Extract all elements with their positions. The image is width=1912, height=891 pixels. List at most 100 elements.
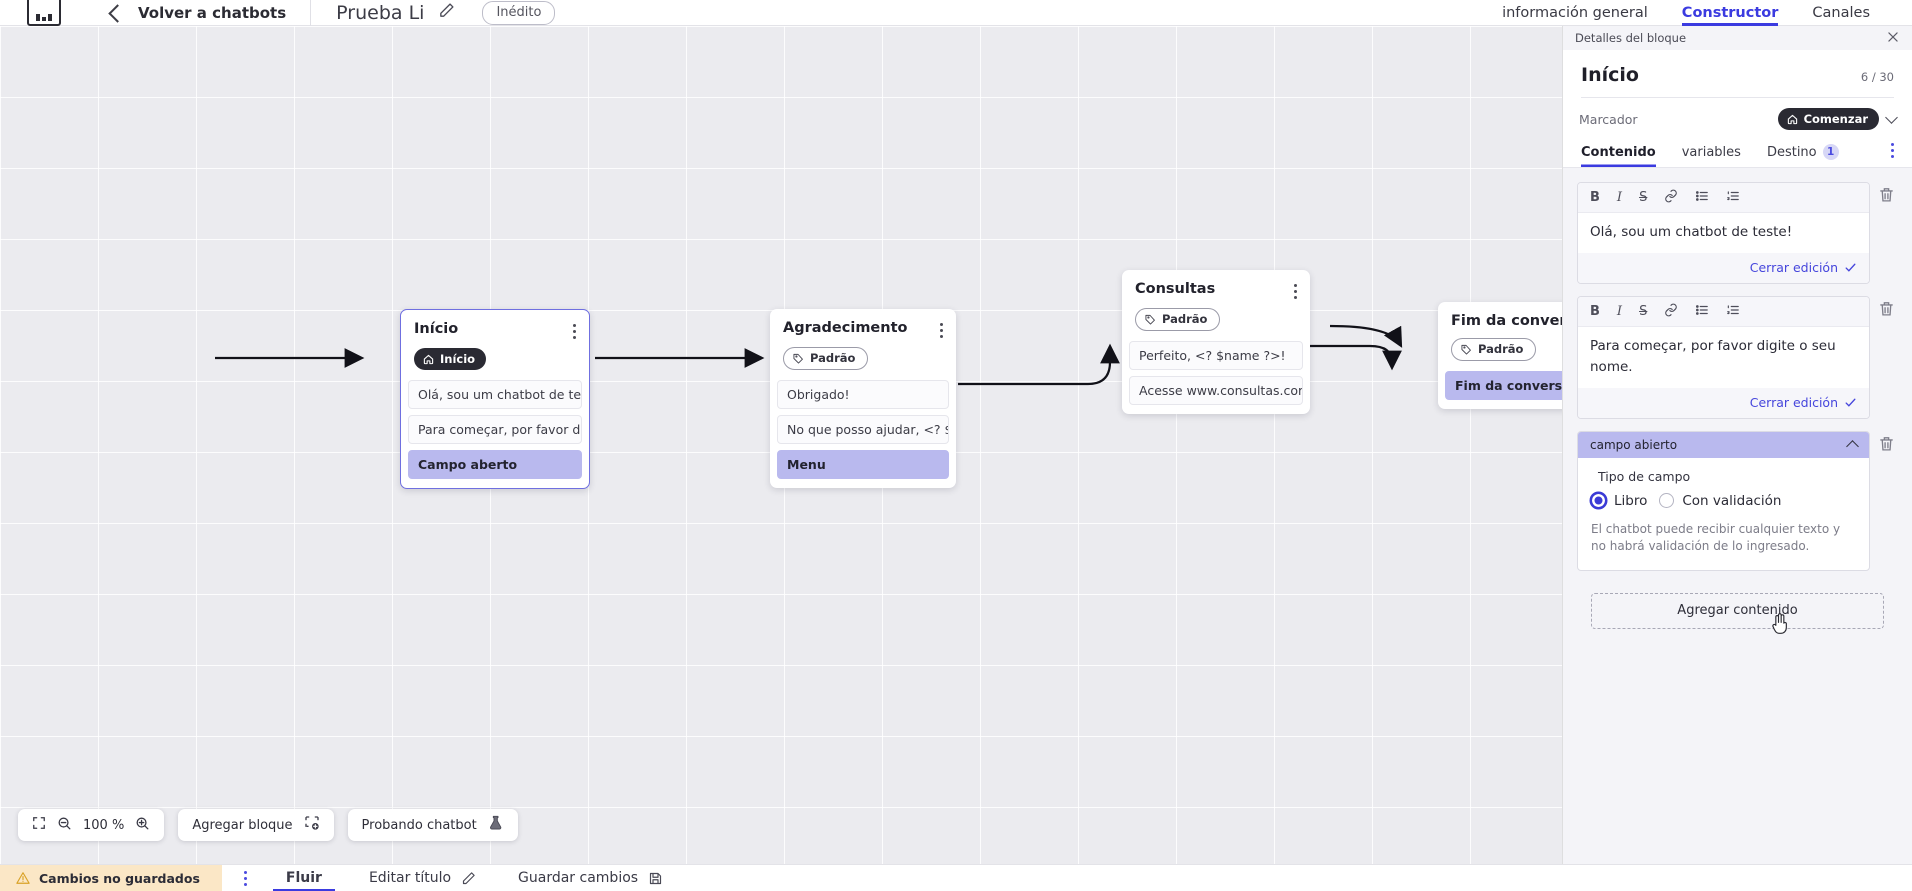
- radio-con-validacion[interactable]: Con validación: [1659, 492, 1782, 509]
- node-badge-row: Padrão: [1122, 299, 1310, 331]
- panel-tabs-menu-button[interactable]: [1891, 143, 1894, 167]
- zoom-in-icon[interactable]: [135, 816, 150, 835]
- bold-icon[interactable]: B: [1590, 304, 1600, 320]
- node-row[interactable]: Campo aberto: [408, 450, 582, 479]
- back-to-chatbots-link[interactable]: Volver a chatbots: [138, 3, 287, 22]
- flow-node-inicio[interactable]: Início Início Olá, sou um chatbot de tes…: [400, 309, 590, 489]
- add-content-label: Agregar contenido: [1677, 603, 1798, 619]
- tab-constructor[interactable]: Constructor: [1682, 5, 1779, 26]
- radio-indicator: [1659, 493, 1675, 509]
- node-rows: Obrigado! No que posso ajudar, <? $name …: [770, 380, 956, 479]
- block-details-panel: Detalles del bloque Início 6 / 30 Marcad…: [1562, 26, 1912, 864]
- rich-text-editor[interactable]: B I S: [1577, 182, 1870, 285]
- link-icon[interactable]: [1664, 303, 1678, 320]
- node-menu-button[interactable]: [940, 320, 943, 338]
- close-edit-label: Cerrar edición: [1749, 394, 1838, 410]
- add-block-icon: [304, 815, 320, 835]
- strikethrough-icon[interactable]: S: [1639, 190, 1648, 205]
- chevron-down-icon[interactable]: [1885, 110, 1898, 124]
- radio-label: Con validación: [1682, 492, 1782, 509]
- radio-libro[interactable]: Libro: [1591, 493, 1647, 509]
- tab-contenido[interactable]: Contenido: [1581, 145, 1656, 167]
- bottom-menu-button[interactable]: [243, 870, 247, 886]
- back-chevron-icon[interactable]: [108, 4, 127, 23]
- node-title: Agradecimento: [783, 320, 908, 336]
- edit-title-button[interactable]: Editar título: [369, 870, 476, 886]
- node-row[interactable]: Menu: [777, 450, 949, 479]
- check-icon: [1845, 263, 1856, 272]
- node-rows: Perfeito, <? $name ?>! Acesse www.consul…: [1122, 341, 1310, 405]
- numbered-list-icon[interactable]: [1726, 189, 1740, 206]
- mouse-cursor-icon: [1770, 612, 1790, 640]
- node-badge-default: Padrão: [1135, 308, 1221, 331]
- bullet-list-icon[interactable]: [1695, 303, 1709, 320]
- top-bar: Volver a chatbots Prueba Li Inédito info…: [0, 0, 1912, 26]
- node-badge-default: Padrão: [1451, 338, 1537, 361]
- delete-block-icon[interactable]: [1878, 296, 1898, 321]
- zoom-out-icon[interactable]: [57, 816, 72, 835]
- edit-title-label: Editar título: [368, 870, 452, 886]
- flow-node-agradecimento[interactable]: Agradecimento Padrão Obrigado! No que po…: [770, 309, 956, 488]
- link-icon[interactable]: [1664, 189, 1678, 206]
- rich-text-editor[interactable]: B I S: [1577, 296, 1870, 419]
- node-badge-row: Padrão: [770, 338, 956, 370]
- strikethrough-icon[interactable]: S: [1639, 304, 1648, 320]
- node-row[interactable]: Obrigado!: [777, 380, 949, 409]
- page-title: Início: [1581, 64, 1639, 86]
- marker-row: Marcador Comenzar: [1563, 98, 1912, 130]
- destino-count-badge: 1: [1822, 144, 1839, 160]
- fit-view-icon[interactable]: [32, 816, 46, 834]
- node-menu-button[interactable]: [573, 321, 576, 339]
- tab-informacion-general[interactable]: información general: [1502, 4, 1648, 21]
- node-row[interactable]: Olá, sou um chatbot de teste!: [408, 380, 582, 409]
- tab-canales[interactable]: Canales: [1812, 4, 1870, 21]
- italic-icon[interactable]: I: [1616, 304, 1623, 320]
- node-menu-button[interactable]: [1294, 281, 1297, 299]
- editor-footer: Cerrar edición: [1578, 387, 1869, 418]
- node-row[interactable]: Acesse www.consultas.com par...: [1129, 376, 1303, 405]
- close-edit-label: Cerrar edición: [1749, 260, 1838, 276]
- bold-icon[interactable]: B: [1590, 190, 1600, 205]
- save-changes-button[interactable]: Guardar cambios: [518, 870, 663, 886]
- node-badge-default: Padrão: [783, 347, 869, 370]
- marker-label: Marcador: [1579, 111, 1638, 127]
- node-row[interactable]: No que posso ajudar, <? $name ...: [777, 415, 949, 444]
- delete-block-icon[interactable]: [1878, 182, 1898, 207]
- bot-title: Prueba Li: [336, 1, 425, 24]
- flow-node-consultas[interactable]: Consultas Padrão Perfeito, <? $name ?>! …: [1122, 270, 1310, 414]
- warning-icon: [16, 872, 30, 884]
- delete-block-icon[interactable]: [1878, 431, 1898, 456]
- flow-node-fim-da-conversa[interactable]: Fim da conversa Padrão Fim da conversa: [1438, 302, 1562, 409]
- save-icon: [649, 872, 662, 884]
- italic-icon[interactable]: I: [1616, 190, 1623, 205]
- tab-variables[interactable]: variables: [1682, 145, 1741, 167]
- node-badge-label: Início: [440, 352, 476, 366]
- node-row[interactable]: Fim da conversa: [1445, 371, 1562, 400]
- add-block-button[interactable]: Agregar bloque: [178, 809, 334, 841]
- numbered-list-icon[interactable]: [1726, 303, 1740, 320]
- flow-canvas[interactable]: Início Início Olá, sou um chatbot de tes…: [0, 26, 1562, 864]
- node-row[interactable]: Perfeito, <? $name ?>!: [1129, 341, 1303, 370]
- marker-badge[interactable]: Comenzar: [1777, 108, 1879, 130]
- editor-text[interactable]: Olá, sou um chatbot de teste!: [1578, 213, 1869, 254]
- editor-text[interactable]: Para começar, por favor digite o seu nom…: [1578, 327, 1869, 388]
- divider: [310, 0, 312, 26]
- close-edit-button[interactable]: Cerrar edición: [1750, 260, 1857, 275]
- node-row[interactable]: Para começar, por favor digite o ...: [408, 415, 582, 444]
- chevron-up-icon[interactable]: [1846, 439, 1859, 453]
- edit-title-pencil-icon[interactable]: [438, 2, 455, 23]
- close-edit-button[interactable]: Cerrar edición: [1750, 395, 1857, 410]
- panel-tabs: Contenido variables Destino 1: [1563, 130, 1912, 168]
- bullet-list-icon[interactable]: [1695, 189, 1709, 206]
- tab-fluir[interactable]: Fluir: [273, 865, 335, 891]
- marker-value-group[interactable]: Comenzar: [1777, 108, 1898, 130]
- open-field-header[interactable]: campo abierto: [1578, 431, 1869, 458]
- close-icon[interactable]: [1886, 30, 1900, 47]
- open-field-card[interactable]: campo abierto Tipo de campo Libro: [1577, 430, 1870, 571]
- node-badge-row: Início: [401, 339, 589, 370]
- tab-label: Destino: [1766, 144, 1817, 160]
- content-block-text: B I S: [1577, 182, 1898, 285]
- tab-destino[interactable]: Destino 1: [1767, 144, 1839, 167]
- add-content-button[interactable]: Agregar contenido: [1591, 592, 1884, 634]
- test-chatbot-button[interactable]: Probando chatbot: [347, 809, 518, 841]
